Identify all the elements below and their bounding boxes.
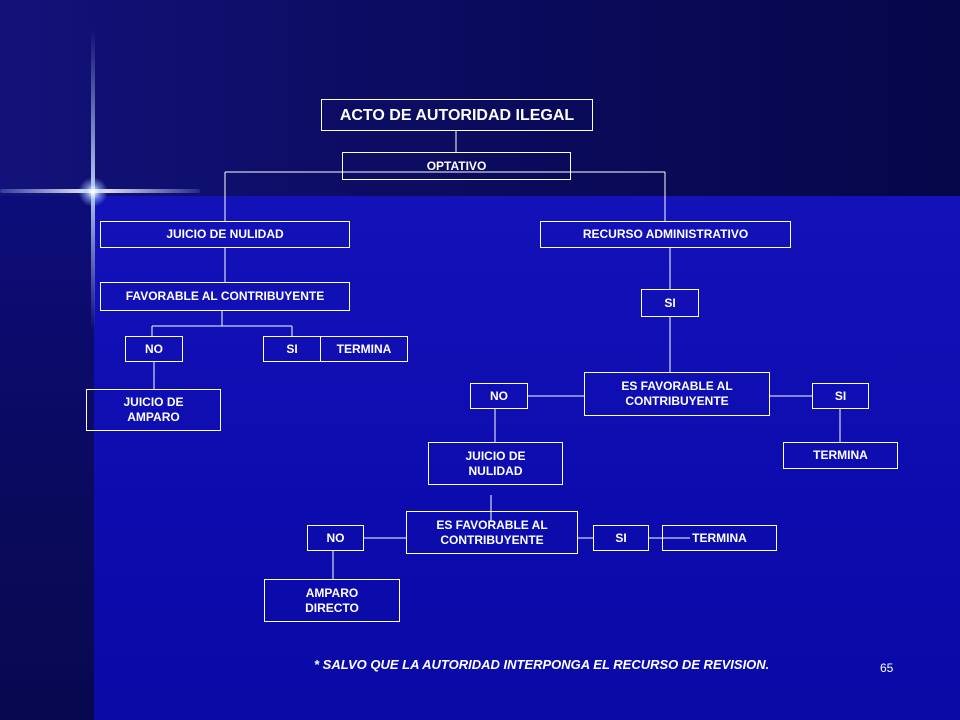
node-es-favorable-2: ES FAVORABLE AL CONTRIBUYENTE: [406, 511, 578, 554]
node-right-termina: TERMINA: [783, 442, 898, 469]
node-right-si-top: SI: [641, 289, 699, 317]
node-juicio-de-nulidad-2: JUICIO DE NULIDAD: [428, 442, 563, 485]
node-juicio-de-nulidad: JUICIO DE NULIDAD: [100, 221, 350, 248]
node-left-termina: TERMINA: [320, 336, 408, 362]
background-left-band: [0, 196, 94, 720]
node-right-no: NO: [470, 383, 528, 409]
node-amparo-directo: AMPARO DIRECTO: [264, 579, 400, 622]
node-es-favorable: ES FAVORABLE AL CONTRIBUYENTE: [584, 372, 770, 416]
light-flare-center: [78, 177, 108, 207]
node-left-no: NO: [125, 336, 183, 362]
footnote: * SALVO QUE LA AUTORIDAD INTERPONGA EL R…: [314, 657, 770, 672]
page-number: 65: [880, 661, 894, 675]
node-right-si: SI: [812, 383, 869, 409]
node-recurso-administrativo: RECURSO ADMINISTRATIVO: [540, 221, 791, 248]
node-acto-autoridad-ilegal: ACTO DE AUTORIDAD ILEGAL: [321, 99, 593, 131]
node-juicio-de-amparo: JUICIO DE AMPARO: [86, 389, 221, 431]
node-right-no-2: NO: [307, 525, 364, 551]
node-favorable-contribuyente: FAVORABLE AL CONTRIBUYENTE: [100, 282, 350, 311]
background-main-panel: [94, 196, 960, 720]
background-top-band: [0, 0, 960, 196]
node-left-si: SI: [263, 336, 321, 362]
node-right-si-2: SI: [593, 525, 649, 551]
node-optativo: OPTATIVO: [342, 152, 571, 180]
node-right-termina-2: TERMINA: [662, 525, 777, 551]
